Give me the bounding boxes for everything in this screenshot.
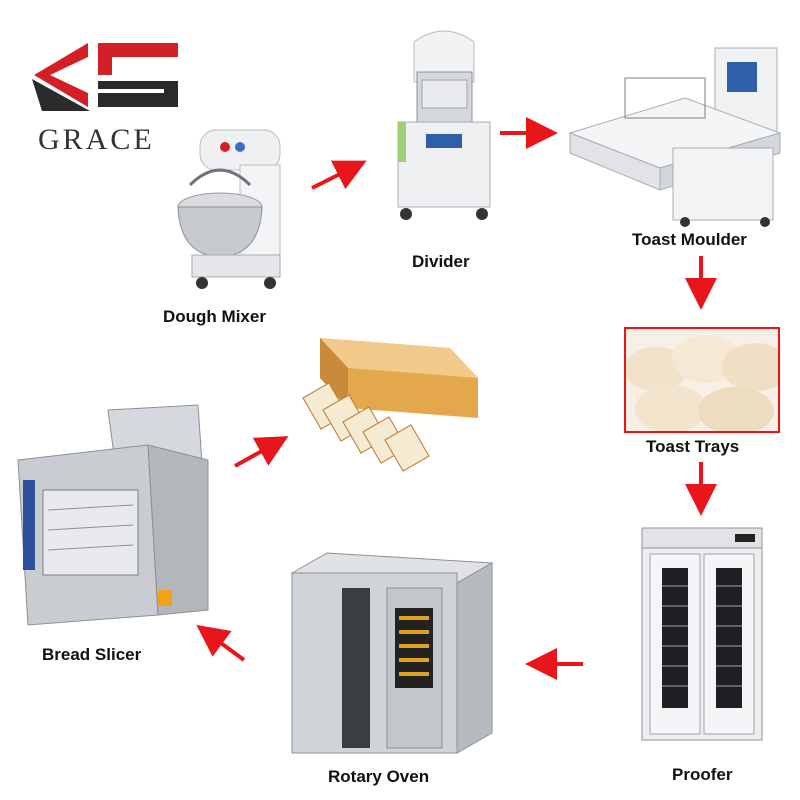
label-proofer: Proofer — [672, 765, 733, 784]
rotary-oven-image — [290, 552, 494, 754]
divider-image — [397, 30, 491, 220]
label-rotary-oven: Rotary Oven — [328, 767, 430, 786]
toast-trays-image — [624, 327, 780, 433]
label-dough-mixer: Dough Mixer — [163, 307, 266, 326]
label-bread-slicer: Bread Slicer — [42, 645, 142, 664]
arrow-mixer-to-divider — [311, 160, 367, 190]
bread-slicer-image — [17, 404, 209, 626]
brand-logo-mark — [32, 43, 178, 111]
brand-name: GRACE — [38, 123, 155, 156]
arrow-slicer-to-bread — [234, 436, 289, 468]
label-divider: Divider — [412, 252, 470, 271]
proofer-image — [641, 527, 763, 741]
brand-logo: GRACE — [28, 35, 188, 156]
toast-moulder-image — [568, 47, 782, 227]
sliced-bread-image — [302, 338, 478, 472]
dough-mixer-image — [177, 129, 281, 289]
label-toast-trays: Toast Trays — [646, 437, 740, 456]
label-toast-moulder: Toast Moulder — [632, 230, 747, 249]
